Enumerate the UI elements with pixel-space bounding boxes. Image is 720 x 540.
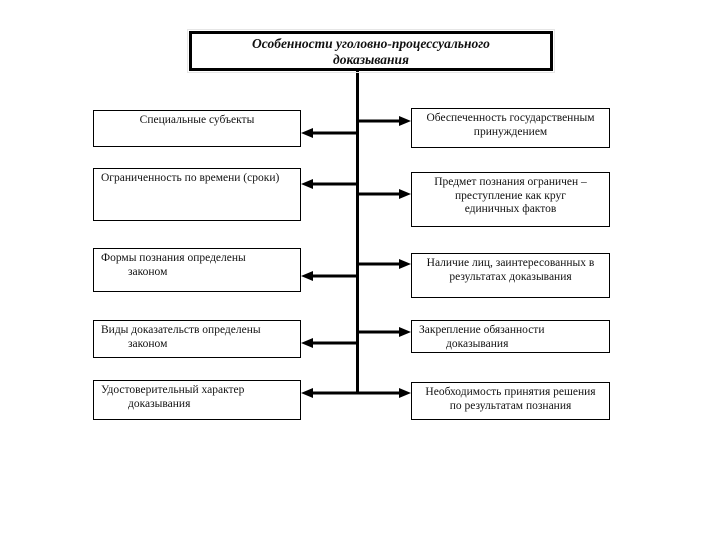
- arrow-row3-left-head: [301, 271, 313, 281]
- node-text-line: результатах доказывания: [449, 270, 572, 283]
- node-text-line: Обеспеченность государственным: [426, 112, 595, 124]
- arrow-row2-left-head: [301, 179, 313, 189]
- node-text-line: законом: [128, 265, 168, 278]
- node-state-coercion: Обеспеченность государственным принужден…: [411, 108, 610, 148]
- arrow-row4-right-head: [399, 327, 411, 337]
- node-text-line: единичных фактов: [464, 203, 557, 215]
- node-text-line: Необходимость принятия решения: [425, 386, 596, 398]
- node-cognition-forms: Формы познания определены законом: [93, 248, 301, 292]
- node-special-subjects: Специальные субъекты: [93, 110, 301, 147]
- node-text-line: преступление как круг: [455, 189, 566, 202]
- arrow-row5-left-head: [301, 388, 313, 398]
- node-text-line: законом: [128, 337, 168, 350]
- node-text-line: доказывания: [128, 397, 191, 410]
- node-text-line: Специальные субъекты: [139, 114, 255, 126]
- arrow-row5-right-head: [399, 388, 411, 398]
- node-proof-obligation: Закрепление обязанности доказывания: [411, 320, 610, 353]
- arrow-row2-right-head: [399, 189, 411, 199]
- node-text-line: принуждением: [473, 125, 548, 138]
- arrow-row3-right-head: [399, 259, 411, 269]
- arrow-row4-left-head: [301, 338, 313, 348]
- node-text-line: Предмет познания ограничен –: [434, 176, 587, 188]
- node-limited-subject: Предмет познания ограничен – преступлени…: [411, 172, 610, 227]
- node-time-limits: Ограниченность по времени (сроки): [93, 168, 301, 221]
- arrow-row1-left-head: [301, 128, 313, 138]
- node-text-line: Виды доказательств определены: [101, 324, 261, 336]
- node-text-line: Наличие лиц, заинтересованных в: [426, 257, 595, 269]
- node-text-line: доказывания: [446, 337, 509, 350]
- diagram-title-line: доказывания: [333, 52, 409, 67]
- node-text-line: Ограниченность по времени (сроки): [101, 172, 280, 184]
- node-interested-persons: Наличие лиц, заинтересованных в результа…: [411, 253, 610, 298]
- diagram-title: Особенности уголовно-процессуального док…: [187, 29, 555, 73]
- node-certifying-character: Удостоверительный характер доказывания: [93, 380, 301, 420]
- arrow-row1-right-head: [399, 116, 411, 126]
- node-text-line: Удостоверительный характер: [101, 384, 245, 396]
- node-evidence-types: Виды доказательств определены законом: [93, 320, 301, 358]
- node-text-line: Закрепление обязанности: [419, 324, 545, 336]
- diagram-title-line: Особенности уголовно-процессуального: [252, 36, 490, 51]
- node-decision-necessity: Необходимость принятия решения по резуль…: [411, 382, 610, 420]
- node-text-line: Формы познания определены: [101, 252, 246, 264]
- node-text-line: по результатам познания: [449, 399, 572, 412]
